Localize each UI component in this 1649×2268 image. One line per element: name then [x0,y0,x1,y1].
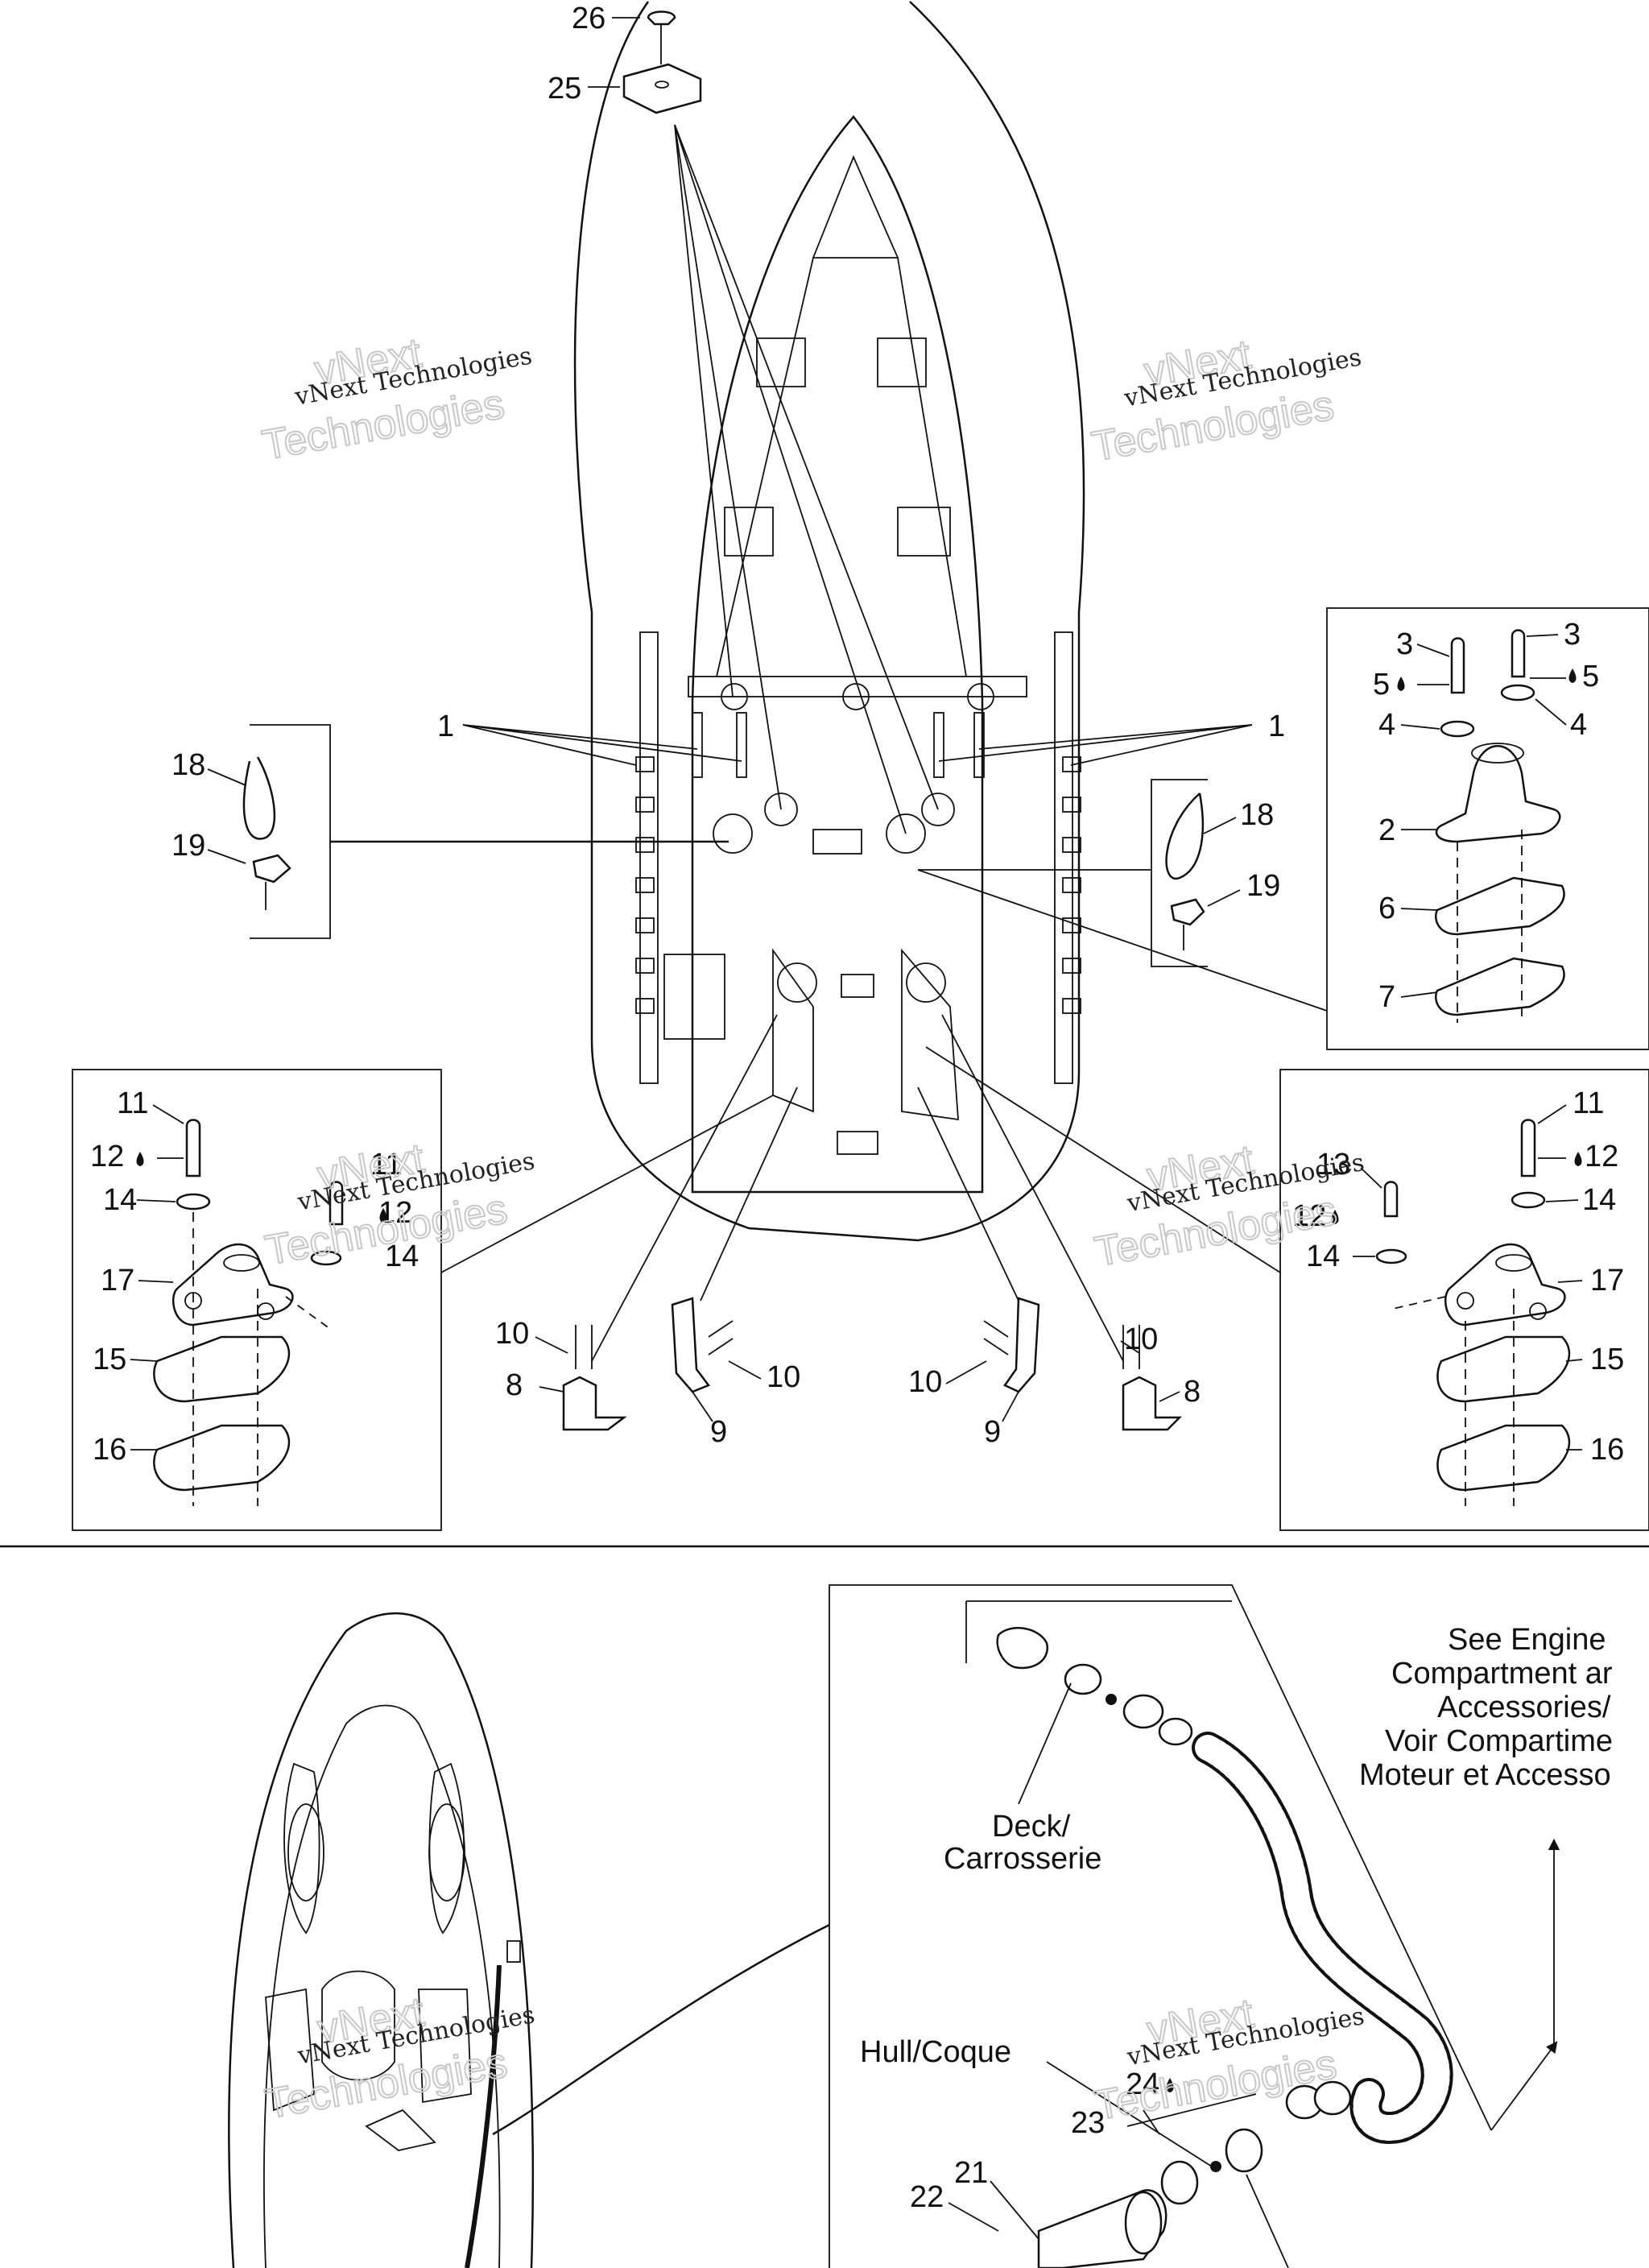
callout-12-left: 12 [90,1140,124,1173]
mount-box-right [925,1046,1649,1531]
mount-box-upper-right [917,607,1649,1050]
callout-25: 25 [548,72,581,106]
bracket-leaders [535,1336,1180,1422]
right-box-leaders [1331,1104,1583,1451]
callout-2: 2 [1378,813,1395,847]
vent-detail [829,1584,1560,2268]
rubber-mount-positions [713,683,994,1003]
callout-1-right: 1 [1268,710,1285,743]
strap-box-left [242,724,729,939]
mount-box-left [72,1069,774,1531]
watermark-5: vNext vNext Technologies Technologies [261,1988,537,2129]
watermark-2: vNext vNext Technologies Technologies [1088,330,1364,471]
engine-note-line5: Moteur et Accesso [1359,1758,1611,1792]
callout-1-left: 1 [437,710,454,743]
callout-15-right: 15 [1590,1343,1624,1376]
callout-15-left: 15 [93,1343,126,1376]
top-parts [588,10,702,114]
callout-14-mid-left: 14 [385,1240,419,1273]
brackets [562,1014,1183,1431]
callout-4-right: 4 [1570,708,1587,742]
callout-16-left: 16 [93,1433,126,1467]
callout-10-c: 10 [908,1365,942,1399]
callout-7: 7 [1378,980,1395,1014]
callout-21: 21 [954,2156,988,2190]
callout-8-left: 8 [506,1368,523,1402]
deck-label-line1: Deck/ [992,1810,1071,1844]
engine-note-line3: Accessories/ [1437,1691,1611,1724]
callout-10-b: 10 [767,1360,800,1394]
watermark-6: vNext vNext Technologies Technologies [1090,1989,1366,2130]
callout-10-d: 10 [1124,1322,1158,1356]
callout-9-left: 9 [710,1415,727,1449]
callout-4-left: 4 [1378,708,1395,742]
callout-19-left: 19 [172,829,205,863]
callout-22: 22 [910,2180,944,2214]
hull-top-view [573,1,1085,1242]
deck-label-line2: Carrosserie [944,1842,1101,1876]
callout-12-right: 12 [1585,1140,1618,1173]
callout-17-left: 17 [101,1264,134,1297]
callout-6: 6 [1378,892,1395,925]
callout-3-left: 3 [1396,627,1413,661]
callout-19-right: 19 [1246,869,1280,903]
callout-17-right: 17 [1590,1264,1624,1297]
engine-note-line4: Voir Compartime [1385,1724,1613,1758]
callout-16-right: 16 [1590,1433,1624,1467]
callout-3-right: 3 [1564,618,1581,652]
callout-11-left: 11 [117,1086,148,1120]
engine-note-line1: See Engine [1448,1623,1606,1657]
deck-view [228,1612,830,2268]
hull-slots-left [635,756,655,1014]
callout-12-mid-right: 12 [1292,1199,1326,1233]
watermark-1: vNext vNext Technologies Technologies [258,329,535,470]
left-box-leaders [130,1104,387,1451]
leader-lines-25 [674,124,939,834]
callout-18-left: 18 [172,748,205,782]
callout-11-right: 11 [1573,1086,1604,1120]
callout-14-right: 14 [1582,1183,1616,1217]
callout-5-right: 5 [1582,660,1599,693]
callout-23: 23 [1071,2106,1105,2140]
callout-10-a: 10 [495,1317,529,1351]
callout-13: 13 [1316,1148,1350,1182]
hull-label: Hull/Coque [860,2035,1011,2069]
watermark-3: vNext vNext Technologies Technologies [261,1134,537,1275]
callout-18-right: 18 [1240,798,1274,832]
callout-8-right: 8 [1184,1375,1201,1409]
callout-26: 26 [572,2,605,35]
callout-1-leaders [462,724,1253,766]
callout-5-left: 5 [1373,668,1390,702]
strap-box-right [918,779,1208,967]
engine-note-line2: Compartment ar [1391,1657,1613,1691]
callout-9-right: 9 [984,1415,1001,1449]
hull-slots-right [1062,756,1081,1014]
callout-14-mid-right: 14 [1306,1240,1340,1273]
callout-24: 24 [1126,2067,1159,2101]
callout-11-mid-left: 11 [370,1148,402,1182]
upper-right-leaders [1397,634,1577,998]
callout-14-left: 14 [103,1183,137,1217]
